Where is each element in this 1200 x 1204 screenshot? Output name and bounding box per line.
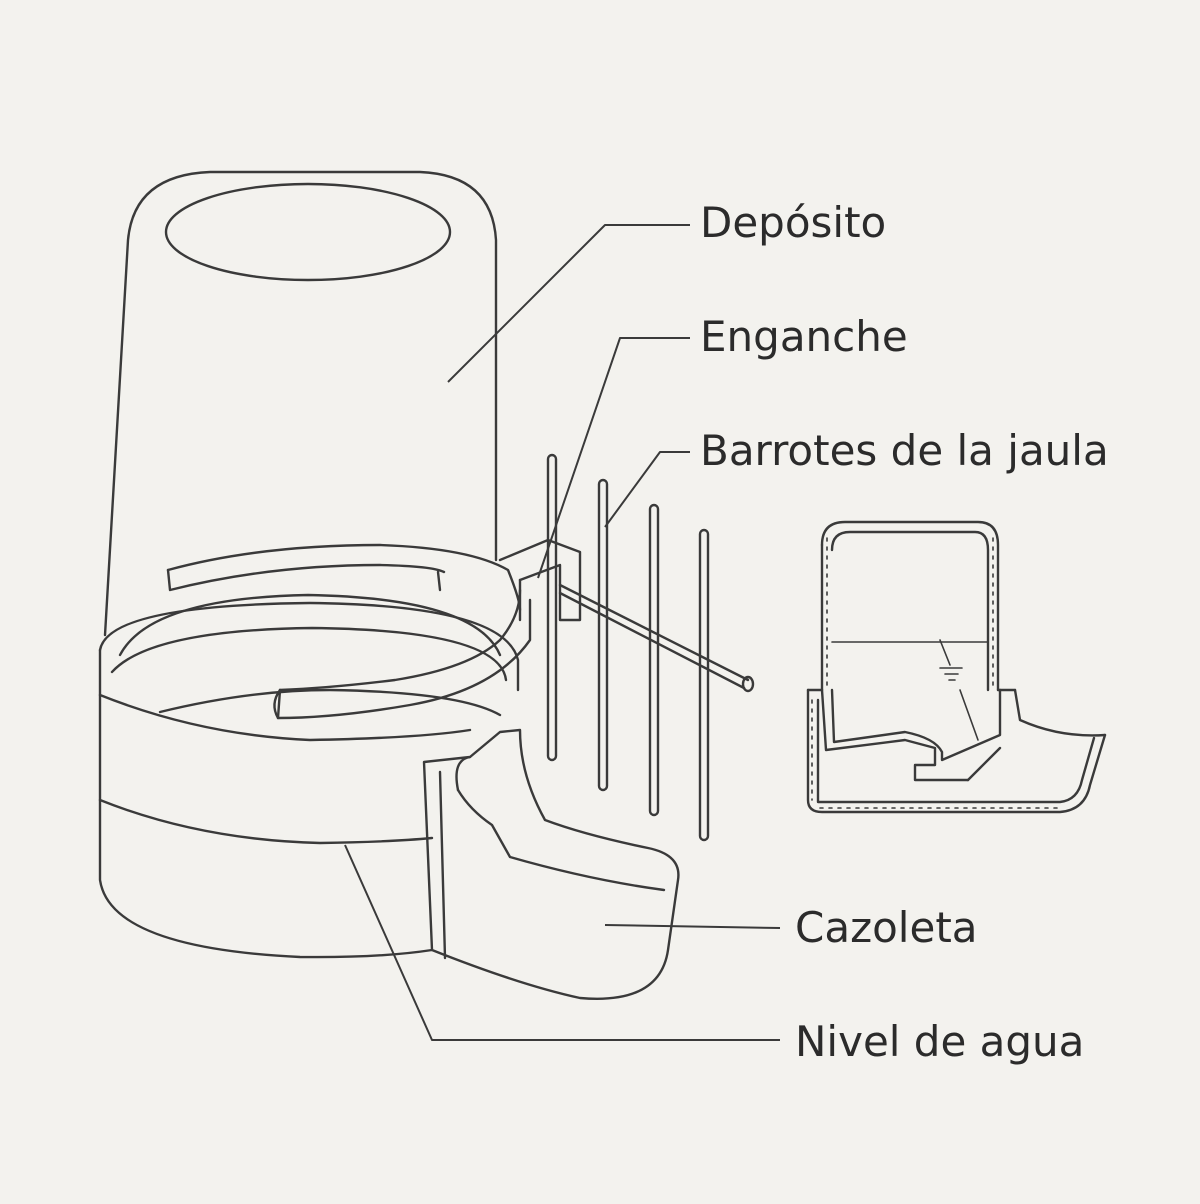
leader-cazoleta	[604, 924, 781, 929]
label-cazoleta: Cazoleta	[795, 903, 978, 952]
cup	[422, 728, 680, 1000]
label-deposito: Depósito	[700, 198, 887, 247]
cross-section	[806, 520, 1107, 814]
hook-ring	[166, 538, 582, 720]
leader-enganche	[537, 337, 690, 579]
label-enganche: Enganche	[700, 312, 908, 361]
tank-cap-ellipse	[164, 182, 452, 282]
leader-barrotes	[604, 451, 690, 528]
label-nivel-de-agua: Nivel de agua	[795, 1017, 1085, 1066]
feeder-base	[98, 601, 520, 959]
leader-lines	[344, 224, 781, 1041]
water-tank	[103, 170, 502, 657]
leader-deposito	[447, 224, 690, 383]
cage-bars	[546, 453, 755, 842]
label-barrotes: Barrotes de la jaula	[700, 426, 1109, 475]
leader-nivel	[344, 844, 780, 1041]
